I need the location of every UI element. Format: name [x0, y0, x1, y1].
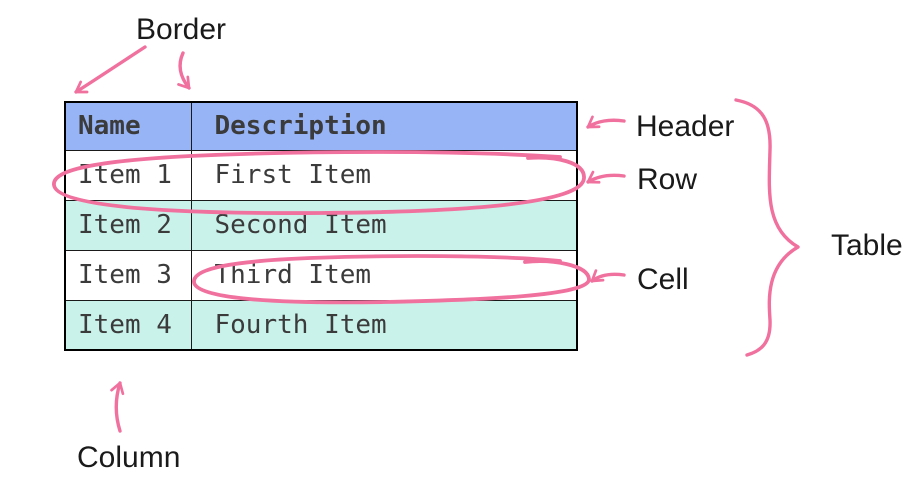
- table-row: Item 2 Second Item: [64, 199, 578, 251]
- table-row: Item 1 First Item: [64, 149, 578, 201]
- table-brace-icon: [734, 98, 800, 357]
- header-cell-name: Name: [64, 101, 192, 151]
- border-arrow-right-icon: [177, 51, 191, 90]
- cell-description-3: Third Item: [190, 249, 578, 301]
- table-label: Table: [831, 229, 903, 262]
- cell-description-2: Second Item: [190, 199, 578, 251]
- cell-name-2: Item 2: [64, 199, 192, 251]
- row-arrow-icon: [586, 170, 626, 184]
- table-row: Item 3 Third Item: [64, 249, 578, 301]
- cell-description-4: Fourth Item: [190, 299, 578, 351]
- demo-table: Name Description Item 1 First Item Item …: [64, 101, 578, 351]
- cell-arrow-icon: [590, 269, 626, 283]
- border-label: Border: [136, 13, 227, 46]
- cell-name-3: Item 3: [64, 249, 192, 301]
- header-cell-description: Description: [190, 101, 578, 151]
- table-row: Item 4 Fourth Item: [64, 299, 578, 351]
- column-arrow-icon: [110, 381, 125, 433]
- row-label: Row: [637, 163, 698, 196]
- cell-name-4: Item 4: [64, 299, 192, 351]
- header-row: Name Description: [64, 101, 578, 151]
- border-arrow-left-icon: [74, 45, 147, 94]
- cell-name-1: Item 1: [64, 149, 192, 201]
- header-label: Header: [636, 110, 735, 143]
- cell-label: Cell: [637, 263, 689, 296]
- header-arrow-icon: [586, 115, 626, 129]
- column-label: Column: [77, 441, 181, 474]
- cell-description-1: First Item: [190, 149, 578, 201]
